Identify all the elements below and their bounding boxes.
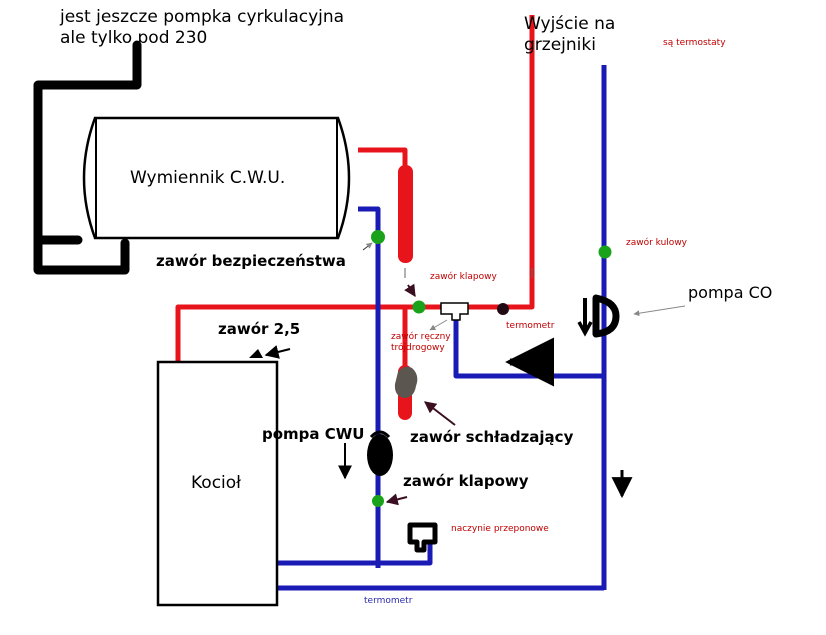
pipe-tick-marks <box>404 268 533 278</box>
cooling-valve-icon <box>394 366 418 398</box>
valve-2-5 <box>249 349 263 358</box>
pump-cwu-top-mark <box>369 430 391 439</box>
manual-valve-line1: zawór ręczny <box>391 332 451 342</box>
flow-arrows <box>264 337 633 499</box>
safety-valve <box>371 230 385 244</box>
radiators-out-line1: Wyjście na <box>524 14 616 34</box>
flap-valve-top <box>412 300 426 314</box>
cooling-valve-label: zawór schładzający <box>410 428 574 446</box>
cold-pipe-exchanger-return <box>358 206 381 568</box>
pump-co-icon <box>577 294 620 338</box>
thermometer-bottom-label: termometr <box>364 596 413 606</box>
flap-valve-bottom <box>372 495 384 507</box>
pump-cwu-icon <box>367 434 393 476</box>
boiler-label: Kocioł <box>191 473 242 493</box>
pump-cwu-label: pompa CWU <box>262 425 365 443</box>
cold-pipe-bottom-return <box>277 544 604 591</box>
pump-note-line2: ale tylko pod 230 <box>60 28 208 48</box>
pointer-arrows <box>362 242 686 506</box>
valve-2-5-label: zawór 2,5 <box>218 320 301 338</box>
cold-pipe-three-way-branch <box>453 318 604 379</box>
pump-note-label: jest jeszcze pompka cyrkulacyjna ale tyl… <box>60 7 344 49</box>
three-way-valve-icon <box>440 302 469 321</box>
hot-water-heater-bar <box>398 165 413 263</box>
boiler-body <box>156 360 279 607</box>
thermometer-top-label: termometr <box>506 321 555 331</box>
flap-valve-big-label: zawór klapowy <box>403 472 529 490</box>
hot-pipe-supply-horizontal <box>175 15 535 362</box>
circulation-loop-pipe <box>33 40 142 275</box>
manual-valve-line2: trójdrogowy <box>391 343 445 353</box>
ball-valve-label: zawór kulowy <box>626 238 688 248</box>
exchanger-tank <box>82 116 351 240</box>
pump-note-line1: jest jeszcze pompka cyrkulacyjna <box>60 7 345 27</box>
thermometer-dot <box>497 303 509 315</box>
expansion-vessel-icon <box>407 522 438 553</box>
ball-valve <box>598 245 612 259</box>
thermostats-label: są termostaty <box>663 38 726 48</box>
expansion-vessel-label: naczynie przeponowe <box>451 524 549 534</box>
radiators-out-label: Wyjście na grzejniki <box>524 14 615 56</box>
radiators-out-line2: grzejniki <box>524 35 596 55</box>
manual-valve-label: zawór ręczny trójdrogowy <box>391 332 451 354</box>
flap-valve-small-label: zawór klapowy <box>430 272 497 282</box>
pump-co-label: pompa CO <box>688 283 773 302</box>
exchanger-label: Wymiennik C.W.U. <box>130 168 286 188</box>
safety-valve-label: zawór bezpieczeństwa <box>156 252 346 270</box>
hot-pipe-exchanger <box>358 147 408 168</box>
